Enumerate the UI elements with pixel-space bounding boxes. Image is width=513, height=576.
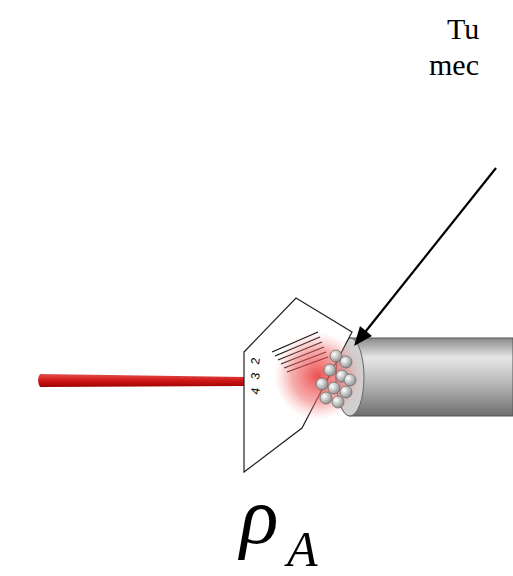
- cell: [328, 382, 340, 394]
- cell: [340, 386, 352, 398]
- callout-text: Tu: [447, 14, 479, 44]
- red-glow: [274, 332, 362, 420]
- cell: [344, 374, 356, 386]
- callout-text: mec: [429, 50, 479, 80]
- cell: [324, 364, 336, 376]
- symbol: ρ: [240, 476, 278, 556]
- cells: [316, 350, 356, 408]
- symbol-subscript: A: [287, 524, 318, 574]
- red-rod: [38, 374, 246, 387]
- cell: [316, 378, 328, 390]
- cell: [340, 356, 352, 368]
- pointer-arrow: [362, 168, 496, 336]
- pointer-arrowhead: [354, 326, 372, 346]
- cell: [320, 392, 332, 404]
- cell: [332, 396, 344, 408]
- cylinder: [336, 338, 513, 416]
